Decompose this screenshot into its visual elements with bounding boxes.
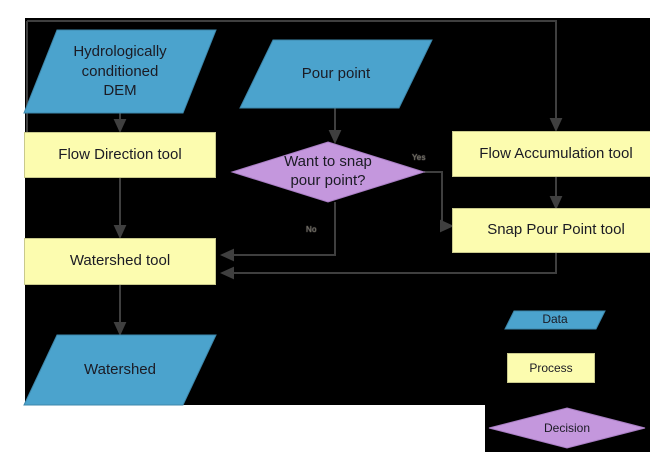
parallelogram-shape <box>23 29 217 114</box>
node-flow-direction-tool[interactable]: Flow Direction tool <box>24 132 216 178</box>
legend-label-data: Data <box>542 312 568 327</box>
edge-label-yes: Yes <box>412 153 426 162</box>
legend-label-process: Process <box>529 361 573 375</box>
edge-snap-pour-point-to-watershed-tool <box>220 253 557 280</box>
node-hydrologically-conditioned-dem[interactable]: Hydrologically conditioned DEM <box>23 29 217 114</box>
node-watershed[interactable]: Watershed <box>23 334 217 406</box>
parallelogram-shape <box>23 334 217 406</box>
parallelogram-shape <box>504 310 606 330</box>
node-pour-point[interactable]: Pour point <box>239 39 433 109</box>
edge-decision-yes-to-snap-pour-point <box>424 171 454 233</box>
edge-decision-no-to-watershed-tool <box>220 202 336 262</box>
edge-dem-to-flow-accumulation <box>27 20 563 132</box>
legend-label-decision: Decision <box>543 420 591 435</box>
node-watershed-tool[interactable]: Watershed tool <box>24 238 216 285</box>
diamond-shape <box>230 141 426 203</box>
node-snap-pour-point-tool[interactable]: Snap Pour Point tool <box>452 208 650 253</box>
legend-item-process: Process <box>507 353 595 383</box>
node-decision-want-to-snap-pour-point[interactable]: Want to snap pour point? <box>230 141 426 203</box>
node-label: Watershed tool <box>69 252 171 270</box>
node-label: Hydrologically conditioned DEM <box>73 43 167 100</box>
legend-item-decision: Decision <box>488 407 646 449</box>
node-label: Flow Accumulation tool <box>479 144 633 162</box>
diamond-shape <box>488 407 646 449</box>
node-label: Snap Pour Point tool <box>487 221 625 239</box>
legend-item-data: Data <box>504 310 606 330</box>
node-label: Pour point <box>301 65 371 83</box>
node-label: Flow Direction tool <box>58 145 182 163</box>
node-label: Watershed <box>84 361 156 379</box>
parallelogram-shape <box>239 39 433 109</box>
node-flow-accumulation-tool[interactable]: Flow Accumulation tool <box>452 131 650 177</box>
node-label: Want to snap pour point? <box>284 153 372 189</box>
edge-label-no: No <box>306 225 317 234</box>
